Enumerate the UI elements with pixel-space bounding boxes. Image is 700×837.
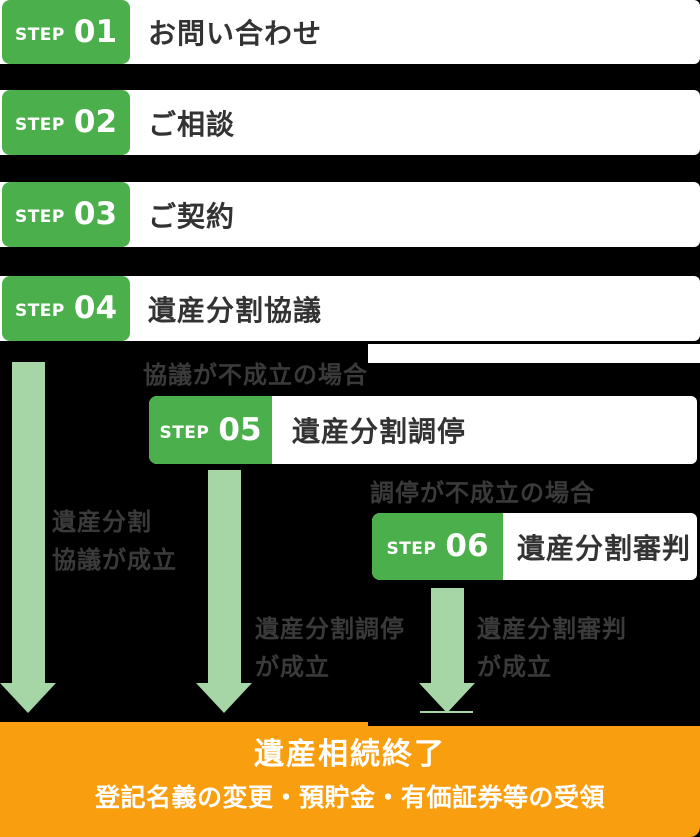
- step-number: 03: [73, 196, 118, 232]
- step-04-badge: STEP 04: [2, 276, 130, 341]
- branch-note-step-06: 調停が不成立の場合: [370, 479, 595, 507]
- arrow-2-label: 遺産分割調停 が成立: [255, 610, 405, 686]
- branch-note-step-05: 協議が不成立の場合: [143, 361, 368, 389]
- arrow-3-label-line-2: が成立: [477, 653, 552, 681]
- arrow-3-underline: [420, 711, 473, 713]
- arrow-1-label-line-1: 遺産分割: [52, 508, 152, 536]
- step-04-row: STEP 04 遺産分割協議: [0, 276, 700, 341]
- step-number: 05: [218, 411, 262, 448]
- step-06-badge: STEP 06: [372, 513, 503, 580]
- result-title: 遺産相続終了: [254, 737, 446, 772]
- step-06-row: STEP 06 遺産分割審判: [372, 513, 697, 580]
- step-label: STEP: [14, 24, 65, 45]
- step-number: 02: [73, 104, 118, 140]
- arrow-3-label: 遺産分割審判 が成立: [477, 610, 627, 686]
- step-label: STEP: [14, 115, 65, 135]
- step-05-badge: STEP 05: [149, 396, 272, 464]
- step-number: 01: [73, 13, 118, 50]
- step-label: STEP: [159, 422, 210, 443]
- arrow-2-label-line-2: が成立: [255, 653, 330, 681]
- result-box-top-notch: [368, 722, 700, 726]
- step-number: 06: [445, 528, 489, 564]
- down-arrow-icon: [208, 470, 241, 683]
- down-arrow-icon: [431, 588, 464, 683]
- step-04-title: 遺産分割協議: [148, 293, 323, 327]
- arrow-3-label-line-1: 遺産分割審判: [477, 615, 627, 643]
- step-03-title: ご契約: [148, 199, 236, 233]
- step-03-row: STEP 03 ご契約: [0, 182, 700, 247]
- down-arrow-head-icon: [196, 683, 252, 713]
- step-01-badge: STEP 01: [2, 0, 130, 64]
- result-subtitle: 登記名義の変更・預貯金・有価証券等の受領: [94, 783, 605, 812]
- step-number: 04: [73, 290, 118, 326]
- step-label: STEP: [386, 539, 437, 559]
- step-02-row: STEP 02 ご相談: [0, 90, 700, 155]
- step-01-title: お問い合わせ: [148, 17, 323, 50]
- step-02-title: ご相談: [148, 107, 236, 141]
- step-01-row: STEP 01 お問い合わせ: [0, 0, 700, 64]
- result-box: 遺産相続終了 登記名義の変更・預貯金・有価証券等の受領: [0, 722, 700, 837]
- step-04-white-extension: [368, 344, 700, 363]
- step-05-title: 遺産分割調停: [292, 415, 467, 448]
- step-label: STEP: [14, 207, 65, 227]
- arrow-1-label: 遺産分割 協議が成立: [52, 503, 177, 579]
- down-arrow-icon: [12, 362, 45, 683]
- arrow-1-label-line-2: 協議が成立: [52, 546, 177, 574]
- step-02-badge: STEP 02: [2, 90, 130, 155]
- step-05-row: STEP 05 遺産分割調停: [149, 396, 697, 464]
- arrow-2-label-line-1: 遺産分割調停: [255, 615, 405, 643]
- step-06-title: 遺産分割審判: [517, 531, 692, 565]
- step-03-badge: STEP 03: [2, 182, 130, 247]
- down-arrow-head-icon: [419, 683, 475, 713]
- down-arrow-head-icon: [0, 683, 56, 713]
- step-label: STEP: [14, 301, 65, 321]
